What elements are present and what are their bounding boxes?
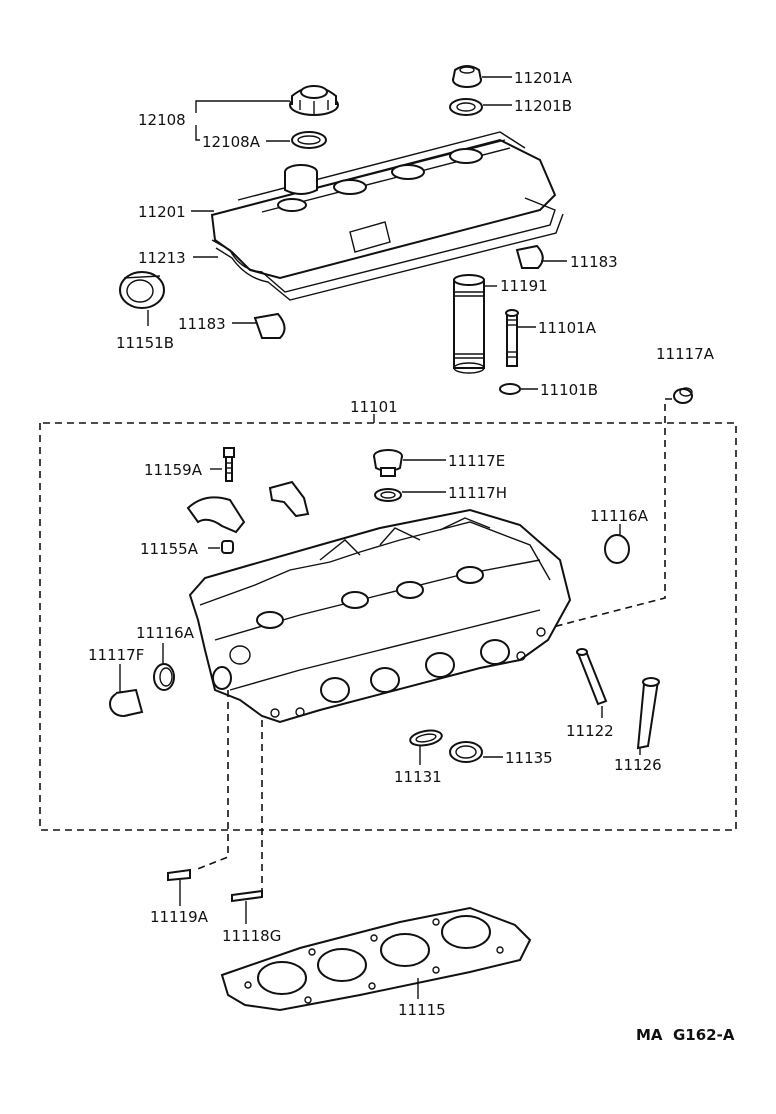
spark-plug-tube-part <box>453 274 485 374</box>
figure-code: MA G162-A <box>636 1026 735 1044</box>
expansion-plug-part <box>604 534 630 564</box>
oil-seal-part <box>119 271 165 309</box>
o-ring-part <box>374 488 402 502</box>
valve-guide-bushing-part <box>636 677 660 750</box>
label-11131: 11131 <box>394 768 442 786</box>
cylinder-head-cover-part <box>210 131 557 280</box>
cylinder-head-gasket-part <box>220 906 532 1012</box>
label-11117E: 11117E <box>448 452 505 470</box>
label-11119A: 11119A <box>150 908 209 926</box>
stud-bolt-part <box>505 309 519 367</box>
label-12108: 12108 <box>138 111 186 129</box>
label-11116A-right: 11116A <box>590 507 649 525</box>
cover-gasket-part <box>211 197 564 301</box>
label-11191: 11191 <box>500 277 548 295</box>
screw-plug-part <box>109 688 144 717</box>
label-11101A: 11101A <box>538 319 597 337</box>
oil-filler-cap-part <box>289 85 339 116</box>
cylinder-head-part <box>188 508 572 724</box>
label-11126: 11126 <box>614 756 662 774</box>
insulator-gasket-part <box>449 741 483 763</box>
expansion-plug-part <box>153 663 175 691</box>
label-11159A: 11159A <box>144 461 203 479</box>
stud-washer-part <box>499 383 521 395</box>
label-11117H: 11117H <box>448 484 507 502</box>
semi-circular-plug-part <box>253 312 286 339</box>
label-11118G: 11118G <box>222 927 281 945</box>
label-11116A-left: 11116A <box>136 624 195 642</box>
cap-gasket-part <box>291 131 327 149</box>
dowel-pin-part <box>231 889 263 903</box>
label-11201B: 11201B <box>514 97 572 115</box>
label-11101: 11101 <box>350 398 398 416</box>
label-11115: 11115 <box>398 1001 446 1019</box>
straight-pin-part <box>221 540 234 554</box>
plug-part <box>673 387 693 404</box>
label-11155A: 11155A <box>140 540 199 558</box>
semi-circular-plug-part <box>515 244 544 269</box>
seal-washer-part <box>449 98 483 116</box>
label-12108A: 12108A <box>202 133 261 151</box>
screw-plug-part <box>373 449 403 477</box>
label-11117A: 11117A <box>656 345 715 363</box>
label-11183-lower: 11183 <box>178 315 226 333</box>
manifold-gasket-part <box>409 729 443 747</box>
label-11117F: 11117F <box>88 646 144 664</box>
label-11151B: 11151B <box>116 334 174 352</box>
grommet-part <box>452 65 482 88</box>
label-11135: 11135 <box>505 749 553 767</box>
camshaft-bearing-cap-part <box>268 480 310 518</box>
label-11101B: 11101B <box>540 381 598 399</box>
bearing-cap-bolt-part <box>223 447 235 482</box>
camshaft-bearing-cap-part <box>186 496 246 534</box>
label-11183-upper: 11183 <box>570 253 618 271</box>
label-11201: 11201 <box>138 203 186 221</box>
label-11122: 11122 <box>566 722 614 740</box>
dowel-pin-part <box>167 868 191 882</box>
valve-guide-part <box>576 648 608 706</box>
label-11201A: 11201A <box>514 69 573 87</box>
cylinder-head-assembly-frame <box>39 422 737 831</box>
label-11213: 11213 <box>138 249 186 267</box>
